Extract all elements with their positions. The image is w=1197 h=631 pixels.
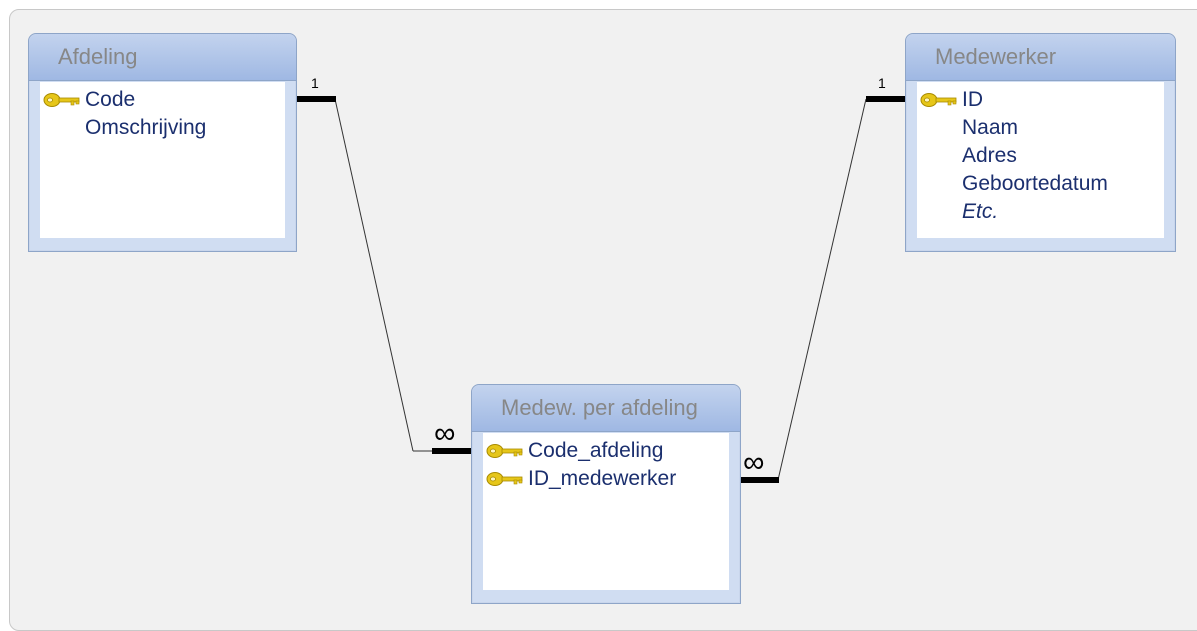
field-row[interactable]: ID [920, 86, 983, 114]
field-name: Omschrijving [85, 116, 207, 139]
cardinality-one-medewerker: 1 [878, 75, 886, 91]
field-row[interactable]: Code [43, 86, 135, 114]
cardinality-many-afdeling: ∞ [434, 417, 456, 450]
table-medew-per-afdeling[interactable]: Medew. per afdeling Code_afdeling [471, 384, 741, 604]
field-row[interactable]: Etc. [920, 198, 998, 226]
field-row[interactable]: Code_afdeling [486, 437, 663, 465]
field-row[interactable]: Naam [920, 114, 1018, 142]
primary-key-icon [43, 86, 85, 114]
field-row[interactable]: Omschrijving [43, 114, 206, 142]
table-title-medew-per-afdeling[interactable]: Medew. per afdeling [472, 385, 740, 432]
field-row[interactable]: ID_medewerker [486, 465, 676, 493]
primary-key-icon [486, 437, 528, 465]
table-medewerker[interactable]: Medewerker ID Naam Adres Geboo [905, 33, 1176, 252]
table-afdeling[interactable]: Afdeling Code Omschrijving [28, 33, 297, 252]
table-field-list-afdeling: Code Omschrijving [40, 82, 285, 238]
field-name: Naam [962, 116, 1019, 139]
primary-key-icon [486, 465, 528, 493]
field-name: ID_medewerker [528, 467, 677, 490]
table-field-list-medewerker: ID Naam Adres Geboortedatum Etc. [917, 82, 1164, 238]
field-name: Etc. [962, 200, 999, 223]
primary-key-icon [920, 86, 962, 114]
field-row[interactable]: Geboortedatum [920, 170, 1108, 198]
field-name: ID [962, 88, 983, 111]
table-field-list-medew-per-afdeling: Code_afdeling ID_medewerker [483, 433, 729, 590]
field-row[interactable]: Adres [920, 142, 1017, 170]
table-title-medewerker[interactable]: Medewerker [906, 34, 1175, 81]
table-title-afdeling[interactable]: Afdeling [29, 34, 296, 81]
cardinality-one-afdeling: 1 [311, 75, 319, 91]
cardinality-many-medewerker: ∞ [743, 446, 765, 479]
field-name: Geboortedatum [962, 172, 1108, 195]
field-name: Adres [962, 144, 1017, 167]
field-name: Code [85, 88, 136, 111]
field-name: Code_afdeling [528, 439, 664, 462]
